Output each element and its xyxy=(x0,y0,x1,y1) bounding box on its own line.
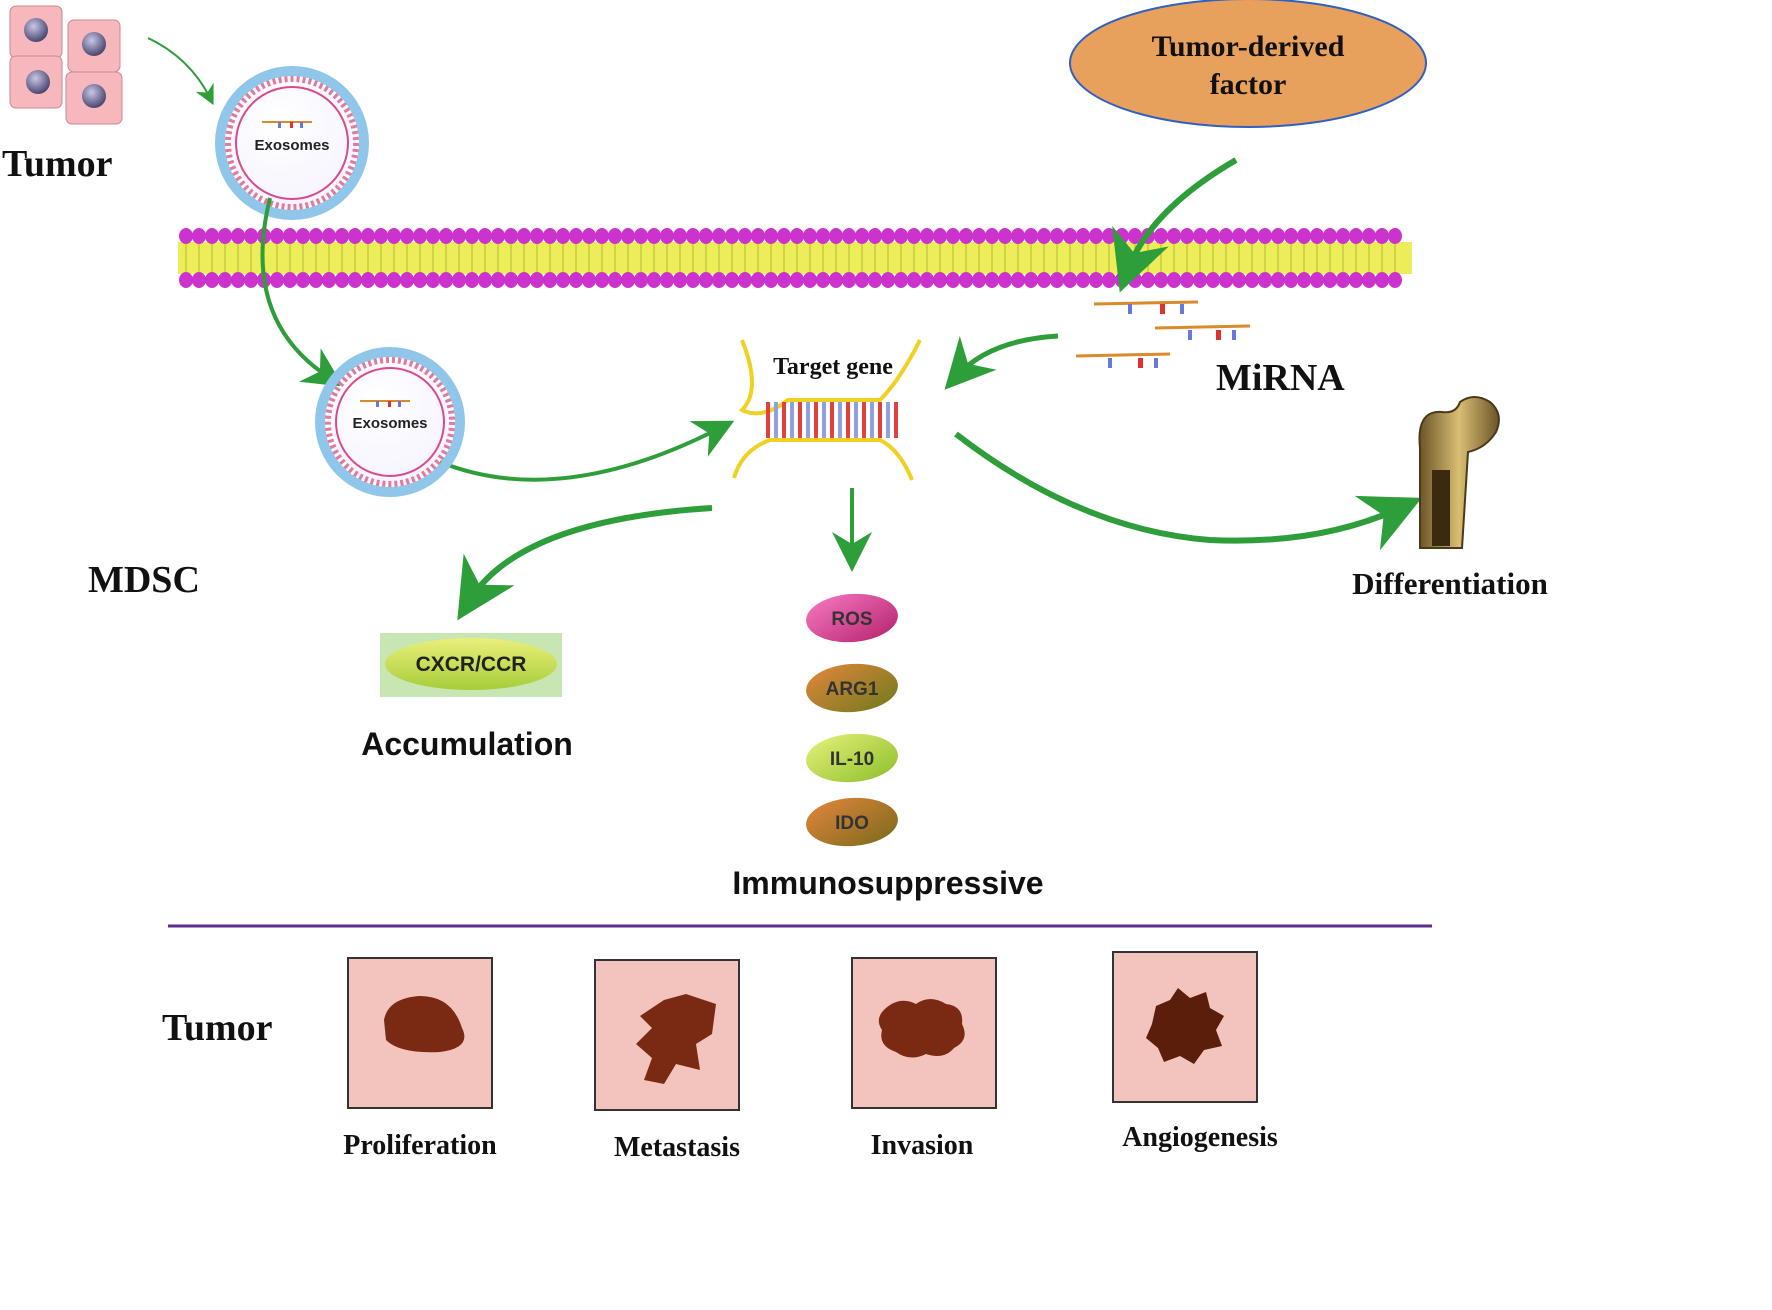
molecule-label: ARG1 xyxy=(826,679,879,700)
accumulation-label: Accumulation xyxy=(361,726,573,762)
molecule-ido: IDO xyxy=(806,797,898,847)
outcome-metastasis: Metastasis xyxy=(594,959,740,1163)
arrow-gene-to-accumulation xyxy=(457,505,713,621)
arrow-exosome-down xyxy=(260,197,344,387)
target-gene-dna xyxy=(732,339,922,481)
arrow-factor-to-membrane xyxy=(1112,157,1238,293)
cell-membrane xyxy=(178,228,1412,288)
arrow-exosome-to-gene xyxy=(439,420,735,482)
molecule-label: ROS xyxy=(831,609,872,630)
target-gene-label: Target gene xyxy=(773,354,893,380)
outcome-angiogenesis: Angiogenesis xyxy=(1112,951,1278,1153)
mdsc-label: MDSC xyxy=(88,559,200,601)
outcome-label-angiogenesis: Angiogenesis xyxy=(1122,1122,1278,1153)
outcome-label-proliferation: Proliferation xyxy=(343,1130,497,1161)
cxcr-label: CXCR/CCR xyxy=(416,653,527,676)
tumor-factor-line2: factor xyxy=(1210,68,1287,101)
molecule-label: IDO xyxy=(835,813,869,834)
immunosuppressive-label: Immunosuppressive xyxy=(732,865,1043,901)
tumor-factor-line1: Tumor-derived xyxy=(1152,30,1345,63)
exosome-1-label: Exosomes xyxy=(254,137,329,154)
tumor-derived-factor: Tumor-derived factor xyxy=(1069,0,1427,128)
outcome-label-invasion: Invasion xyxy=(871,1130,974,1161)
tumor-cells-icon xyxy=(9,5,123,125)
mirna-label: MiRNA xyxy=(1216,357,1345,399)
arrow-tumor-to-exosome xyxy=(147,37,214,106)
tumor-top-label: Tumor xyxy=(2,143,113,185)
exosome-1: Exosomes xyxy=(215,66,369,220)
arrow-mirna-to-gene xyxy=(944,333,1059,390)
exosome-2: Exosomes xyxy=(315,347,465,497)
bone-icon xyxy=(1418,396,1500,549)
tumor-bottom-label: Tumor xyxy=(162,1007,273,1049)
molecule-arg1: ARG1 xyxy=(806,663,898,713)
molecule-il10: IL-10 xyxy=(806,733,898,783)
mirna-strands xyxy=(1075,300,1251,368)
outcome-label-metastasis: Metastasis xyxy=(614,1132,740,1163)
outcome-invasion: Invasion xyxy=(851,957,997,1161)
arrow-gene-to-differentiation xyxy=(954,431,1422,551)
molecule-label: IL-10 xyxy=(830,749,874,770)
differentiation-label: Differentiation xyxy=(1352,566,1548,601)
cxcr-ccr-receptor: CXCR/CCR xyxy=(380,633,562,697)
molecule-ros: ROS xyxy=(806,593,898,643)
outcome-proliferation: Proliferation xyxy=(343,957,497,1161)
exosome-2-label: Exosomes xyxy=(352,415,427,432)
